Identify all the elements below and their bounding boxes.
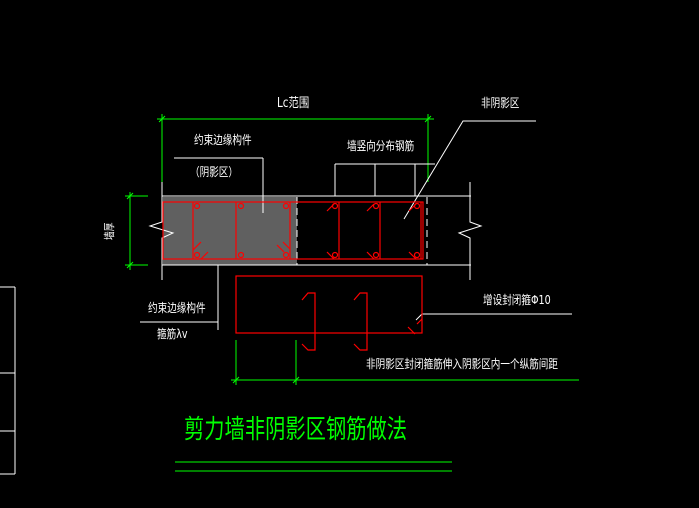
drawing-title: 剪力墙非阴影区钢筋做法 [184, 415, 408, 445]
wall-thickness-label: 墙厚 [103, 222, 116, 240]
left-panel-frame [0, 286, 16, 475]
shadow-zone-label: （阴影区） [190, 165, 239, 179]
closed-stirrup-detail [235, 275, 423, 351]
shadow-zone-fill [163, 197, 297, 265]
stirrup-lambda-label: 箍筋λv [157, 327, 188, 341]
added-closed-stirrup-label: 增设封闭箍Φ10 [483, 293, 551, 307]
extension-dimension [231, 340, 579, 385]
wall-vertical-rebar-label: 墙竖向分布钢筋 [347, 139, 415, 153]
title-underline [175, 461, 452, 472]
boundary-member-bottom-label: 约束边缘构件 [148, 301, 206, 315]
wall-rebar [162, 201, 424, 260]
boundary-member-label: 约束边缘构件 [194, 133, 252, 147]
lc-range-label: Lc范围 [277, 96, 310, 111]
wall-thickness-dimension [125, 192, 148, 270]
wall-outline [148, 182, 483, 280]
non-shadow-zone-label: 非阴影区 [481, 96, 520, 110]
leader-lines [140, 120, 572, 330]
extension-note-label: 非阴影区封闭箍筋伸入阴影区内一个纵筋间距 [366, 357, 559, 371]
lc-dimension [157, 114, 434, 182]
